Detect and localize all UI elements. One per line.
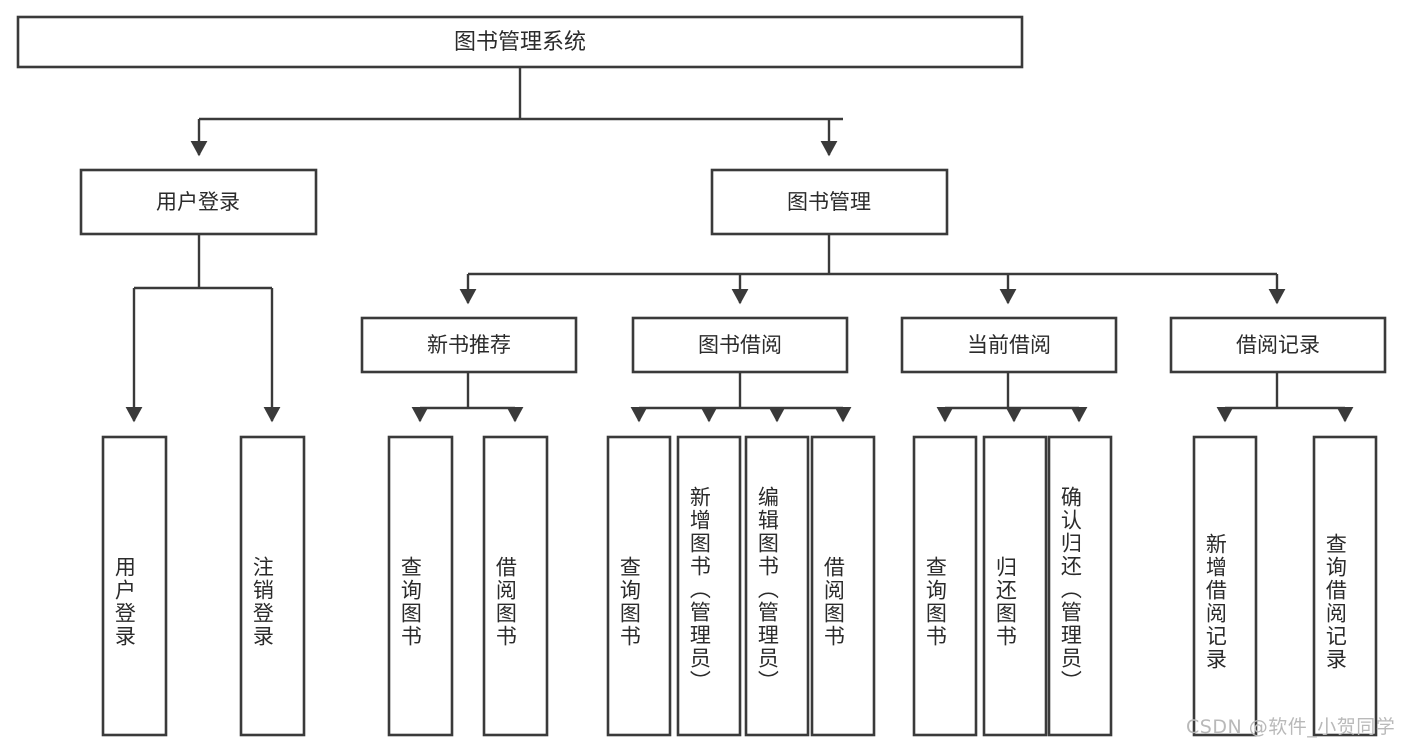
node-new-book-recommend[interactable]: 新书推荐 [360, 316, 578, 374]
node-book-borrow-label: 图书借阅 [698, 333, 782, 357]
node-user-login-label: 用户登录 [156, 190, 240, 214]
leaf-box-return-book[interactable] [982, 435, 1048, 737]
leaf-box-edit-book[interactable] [744, 435, 810, 737]
leaf-box-logout[interactable] [239, 435, 306, 737]
leaf-box-user-login[interactable] [101, 435, 168, 737]
connector-newbook-to-leaves [411, 372, 524, 423]
leaf-box-confirm-return[interactable] [1047, 435, 1113, 737]
node-borrow-record-label: 借阅记录 [1236, 333, 1320, 357]
connector-borrowrecord-to-leaves [1216, 372, 1354, 423]
leaf-box-borrow-book-2[interactable] [810, 435, 876, 737]
node-book-borrow[interactable]: 图书借阅 [631, 316, 849, 374]
connector-bookborrow-to-leaves [630, 372, 852, 423]
connector-root-to-level2 [190, 67, 843, 157]
node-user-login[interactable]: 用户登录 [79, 168, 318, 236]
node-root-label: 图书管理系统 [454, 30, 586, 55]
leaf-box-add-borrow-record[interactable] [1192, 435, 1258, 737]
node-current-borrow[interactable]: 当前借阅 [900, 316, 1118, 374]
node-borrow-record[interactable]: 借阅记录 [1169, 316, 1387, 374]
leaf-box-query-borrow-record[interactable] [1312, 435, 1378, 737]
node-root[interactable]: 图书管理系统 [16, 15, 1024, 69]
leaf-box-query-book-1[interactable] [387, 435, 454, 737]
watermark-text: CSDN @软件_小贺同学 [1186, 716, 1396, 738]
leaf-box-query-book-2[interactable] [606, 435, 672, 737]
connector-currentborrow-to-leaves [936, 372, 1088, 423]
node-book-management-label: 图书管理 [787, 190, 871, 214]
leaf-box-borrow-book-1[interactable] [482, 435, 549, 737]
connector-userlogin-to-leaves [125, 234, 281, 423]
leaf-box-query-book-3[interactable] [912, 435, 978, 737]
connector-bookmgmt-to-level3 [459, 234, 1286, 305]
node-current-borrow-label: 当前借阅 [967, 333, 1051, 357]
node-new-book-recommend-label: 新书推荐 [427, 333, 511, 357]
node-book-management[interactable]: 图书管理 [710, 168, 949, 236]
leaf-box-add-book[interactable] [676, 435, 742, 737]
